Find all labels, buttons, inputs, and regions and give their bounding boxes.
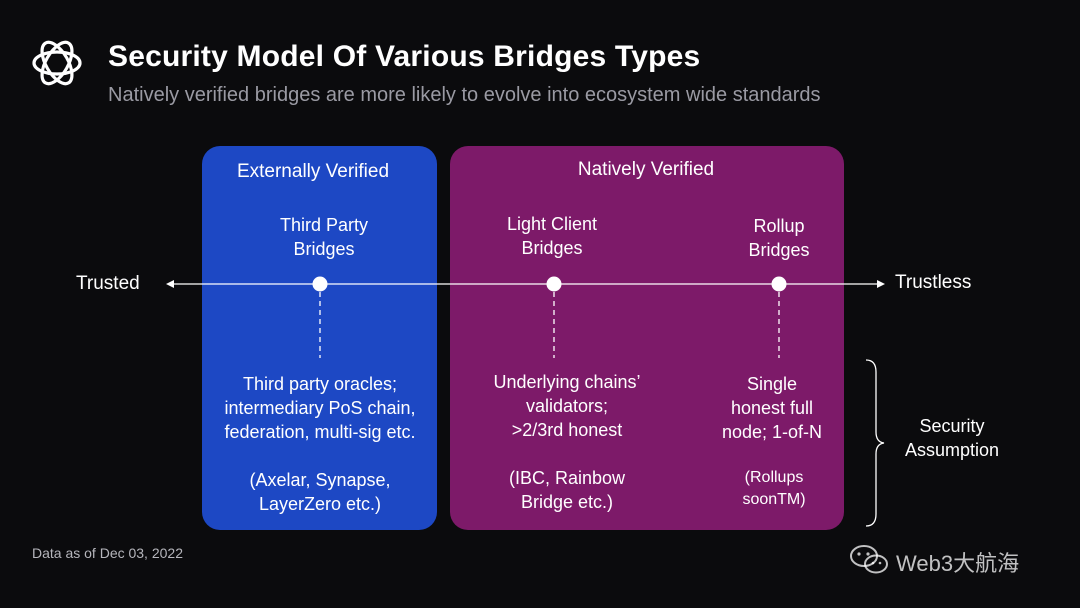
watermark-text: Web3大航海 — [896, 551, 1020, 576]
arrow-right-icon — [877, 280, 885, 288]
arrow-left-icon — [166, 280, 174, 288]
wechat-icon — [850, 545, 888, 574]
security-bracket — [865, 359, 885, 527]
dot-third-party — [312, 276, 328, 292]
logo-icon — [32, 40, 82, 86]
assumption-third-party: Third party oracles;intermediary PoS cha… — [224, 374, 416, 442]
dot-rollup — [771, 276, 787, 292]
axis-right-label: Trustless — [895, 272, 972, 293]
externally-verified-label: Externally Verified — [236, 161, 390, 182]
dot-light-client — [546, 276, 562, 292]
natively-verified-label: Natively Verified — [577, 159, 715, 180]
axis-left-label: Trusted — [76, 273, 140, 294]
natively-verified-panel — [450, 146, 844, 530]
page-title: Security Model Of Various Bridges Types — [108, 40, 701, 73]
examples-third-party: (Axelar, Synapse,LayerZero etc.) — [249, 470, 391, 514]
page-subtitle: Natively verified bridges are more likel… — [108, 84, 821, 106]
data-date-note: Data as of Dec 03, 2022 — [32, 545, 183, 561]
assumption-light-client: Underlying chains’validators;>2/3rd hone… — [493, 372, 641, 440]
